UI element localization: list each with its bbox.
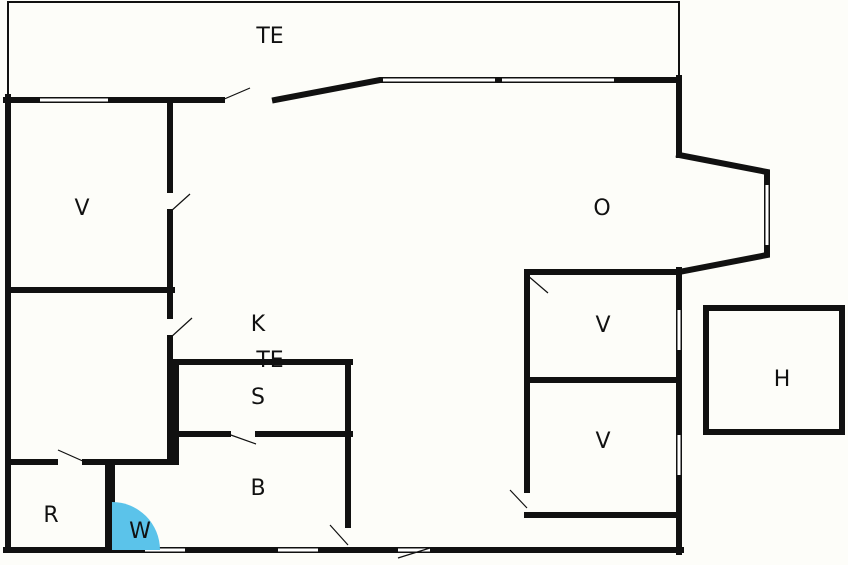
room-label-sauna: S: [251, 385, 265, 410]
walls: [3, 75, 845, 555]
windows: [40, 78, 769, 552]
terrace-outline: [7, 1, 680, 100]
room-label-living: O: [593, 196, 610, 221]
room-label-bedroom-right-1: V: [595, 313, 610, 338]
room-label-bathroom: B: [250, 476, 265, 501]
room-labels: TE V O K TE V H S V B R W: [43, 24, 790, 544]
room-label-kitchen: K: [251, 312, 266, 337]
room-label-wc: W: [129, 519, 151, 544]
room-label-storage-h: H: [774, 367, 791, 392]
room-label-terrace-top: TE: [255, 24, 283, 49]
door-swings: [57, 87, 549, 559]
room-label-terrace-inner: TE: [255, 348, 283, 373]
room-label-bedroom-left: V: [74, 196, 89, 221]
room-label-bedroom-right-2: V: [595, 429, 610, 454]
room-label-utility: R: [43, 503, 58, 528]
wc-highlight: [112, 502, 160, 550]
